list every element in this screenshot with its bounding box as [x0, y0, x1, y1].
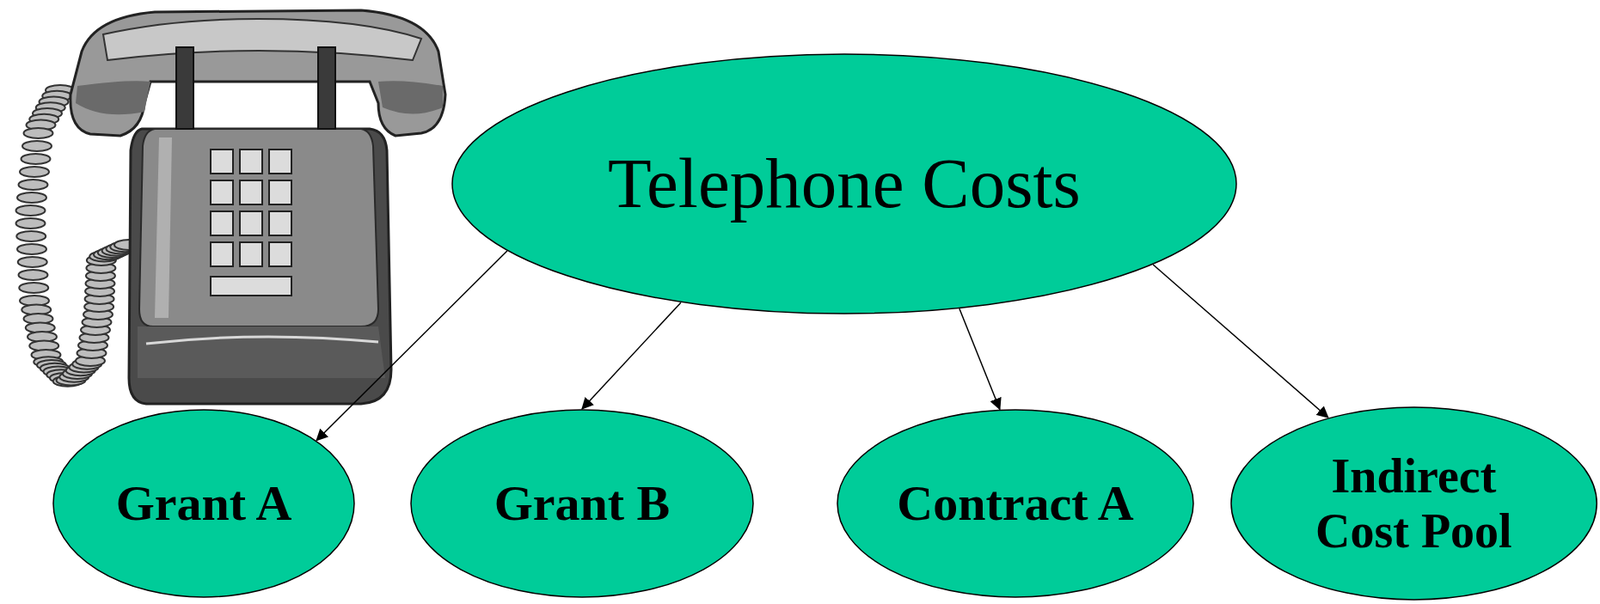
- pool-ellipse: Indirect Cost Pool: [1230, 406, 1598, 601]
- cord-coil: [16, 231, 46, 242]
- node-label: Grant A: [116, 475, 293, 534]
- text-holder: Grant B: [410, 409, 755, 599]
- node-label: Telephone Costs: [607, 142, 1081, 225]
- text-holder: Contract A: [836, 409, 1195, 599]
- ellipse-shape: [53, 410, 355, 598]
- text-stack: Grant B: [494, 475, 671, 534]
- cord-coil: [16, 218, 46, 229]
- key: [239, 211, 263, 236]
- ellipse-outline: [1230, 406, 1598, 601]
- arrow-connector: [959, 308, 1000, 410]
- arrow-connector: [1152, 264, 1329, 418]
- cord-coil: [19, 166, 50, 178]
- key: [239, 242, 263, 267]
- text-holder: Telephone Costs: [451, 53, 1238, 315]
- key: [210, 149, 233, 174]
- cradle-left: [176, 47, 194, 129]
- key: [239, 149, 263, 174]
- text-stack: Telephone Costs: [607, 142, 1081, 225]
- cord-coil: [24, 128, 54, 139]
- cord-coil: [18, 282, 49, 294]
- key: [210, 180, 233, 205]
- phone-face: [139, 128, 379, 327]
- node-label: Contract A: [896, 475, 1134, 534]
- cord-coil: [18, 179, 49, 191]
- grant-ellipse: Grant B: [410, 409, 755, 599]
- key: [269, 149, 292, 174]
- cord-coil: [18, 257, 48, 268]
- key: [210, 211, 233, 236]
- cord-coil: [16, 205, 46, 216]
- arrow-connector: [316, 251, 508, 442]
- cord-coil: [18, 269, 49, 281]
- ellipse-shape: [1231, 407, 1597, 601]
- cord-coil: [17, 192, 47, 203]
- key: [269, 180, 292, 205]
- phone-face-shine: [154, 137, 172, 319]
- key: [210, 242, 233, 267]
- key: [269, 242, 292, 267]
- grant-ellipse: Grant A: [52, 409, 356, 599]
- text-stack: Grant A: [116, 475, 293, 534]
- cord-coil: [21, 153, 51, 165]
- cord-coil: [17, 244, 47, 255]
- handset-top: [103, 18, 422, 61]
- key: [239, 180, 263, 205]
- text-holder: Grant A: [52, 409, 356, 599]
- key: [269, 211, 292, 236]
- keypad: [210, 149, 292, 296]
- contract-ellipse: Contract A: [836, 409, 1195, 599]
- text-stack: Contract A: [896, 475, 1134, 534]
- text-holder: Indirect Cost Pool: [1230, 406, 1598, 601]
- ellipse-shape: [410, 410, 754, 598]
- key-bar: [210, 276, 292, 296]
- cost-ellipse: Telephone Costs: [451, 53, 1238, 315]
- cord-coil: [22, 140, 52, 152]
- phone-base: [137, 326, 386, 379]
- phone-base-shadow: [146, 337, 379, 344]
- cradle-right: [318, 47, 336, 129]
- handset-shade: [75, 80, 443, 115]
- arrow-connector: [582, 302, 681, 410]
- text-stack: Indirect Cost Pool: [1284, 448, 1543, 560]
- ellipse-shape: [452, 54, 1237, 314]
- node-label: Indirect Cost Pool: [1284, 448, 1543, 560]
- phone-body: [128, 128, 392, 405]
- ellipse-shape: [837, 410, 1194, 598]
- node-label: Grant B: [494, 475, 671, 534]
- handset: [70, 10, 446, 136]
